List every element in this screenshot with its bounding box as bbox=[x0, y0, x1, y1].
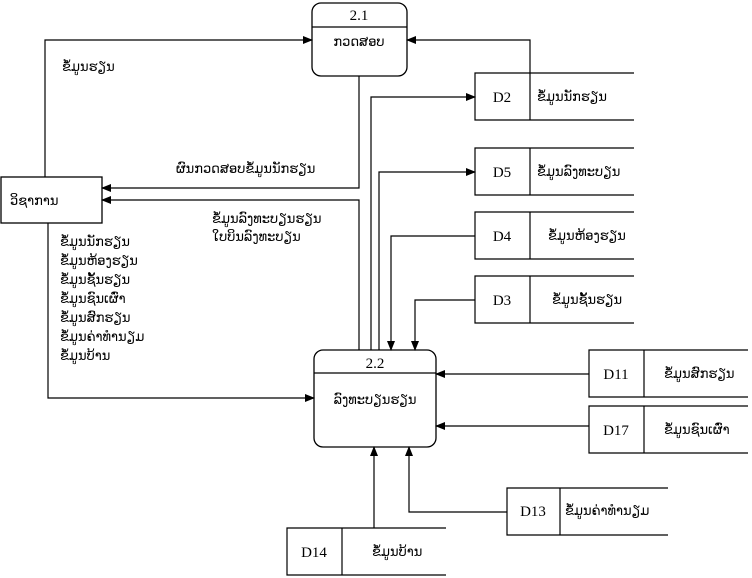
flow-check-result bbox=[101, 76, 360, 192]
store-d14-name: ຂໍ້ມູນບ້ານ bbox=[372, 544, 422, 560]
process-2-1-id: 2.1 bbox=[350, 8, 369, 24]
flow-label-reg-out-2: ໃບບິນລົງທະບຽນ bbox=[212, 229, 301, 245]
store-d13-name: ຂໍ້ມູນຄ່າທຳນຽມ bbox=[565, 503, 649, 519]
flow-entity-to-check bbox=[44, 36, 313, 177]
flow-input-label: ຂໍ້ມູນຄ່າທຳນຽມ bbox=[60, 329, 144, 345]
store-d4: D4 ຂໍ້ມູນຫ້ອງຮຽນ bbox=[474, 211, 634, 260]
store-d14-id: D14 bbox=[301, 545, 327, 561]
store-d3-id: D3 bbox=[493, 293, 511, 309]
flow-label-check-result: ຜົນກວດສອບຂໍ້ມູນນັກຮຽນ bbox=[176, 161, 315, 177]
store-d3: D3 ຂໍ້ມູນຊັ້ນຮຽນ bbox=[474, 275, 634, 324]
store-d11-id: D11 bbox=[603, 367, 628, 383]
flow-input-label: ຂໍ້ມູນນັກຮຽນ bbox=[60, 234, 130, 250]
store-d13-id: D13 bbox=[520, 504, 546, 520]
external-entity: ວິຊາການ bbox=[0, 176, 103, 224]
flow-label-inputs: ຂໍ້ມູນນັກຮຽນ ຂໍ້ມູນຫ້ອງຮຽນ ຂໍ້ມູນຊັ້ນຮຽນ… bbox=[60, 234, 144, 364]
store-d5: D5 ຂໍ້ມູນລົງທະບຽນ bbox=[474, 147, 634, 196]
store-d17: D17 ຂໍ້ມູນຊົນເຜົ່າ bbox=[588, 405, 748, 454]
flow-input-label: ຂໍ້ມູນຊັ້ນຮຽນ bbox=[60, 272, 130, 288]
process-2-1-name: ກວດສອບ bbox=[333, 35, 384, 50]
flow-register-to-d2 bbox=[370, 93, 476, 350]
flow-registration-out bbox=[101, 196, 360, 350]
store-d5-name: ຂໍ້ມູນລົງທະບຽນ bbox=[537, 164, 620, 180]
process-2-2: 2.2 ລົງທະບຽນຮຽນ bbox=[313, 349, 437, 448]
store-d11: D11 ຂໍ້ມູນສົກຮຽນ bbox=[588, 349, 748, 398]
flow-d4-to-register bbox=[387, 235, 475, 351]
flow-d2-to-check bbox=[406, 36, 531, 73]
flow-d3-to-register bbox=[411, 299, 475, 351]
store-d2-id: D2 bbox=[493, 90, 511, 106]
store-d17-id: D17 bbox=[603, 423, 629, 439]
process-2-2-name: ລົງທະບຽນຮຽນ bbox=[334, 393, 417, 408]
flow-input-label: ຂໍ້ມູນຊົນເຜົ່າ bbox=[60, 291, 126, 307]
flow-input-label: ຂໍ້ມູນຫ້ອງຮຽນ bbox=[60, 253, 138, 269]
store-d3-name: ຂໍ້ມູນຊັ້ນຮຽນ bbox=[552, 292, 622, 308]
flow-label-reg-out-1: ຂໍ້ມູນລົງທະບຽນຮຽນ bbox=[212, 211, 321, 227]
flow-entity-to-register bbox=[47, 223, 315, 402]
external-entity-name: ວິຊາການ bbox=[10, 193, 58, 209]
flow-d13-to-register bbox=[405, 446, 507, 513]
store-d13: D13 ຂໍ້ມູນຄ່າທຳນຽມ bbox=[506, 487, 668, 536]
process-2-2-id: 2.2 bbox=[366, 356, 385, 372]
process-2-1: 2.1 ກວດສອບ bbox=[311, 2, 408, 77]
store-d11-name: ຂໍ້ມູນສົກຮຽນ bbox=[664, 366, 735, 382]
flow-register-to-d5 bbox=[378, 168, 476, 350]
store-d2-name: ຂໍ້ມູນນັກຮຽນ bbox=[537, 89, 607, 105]
flow-label-to-check: ຂໍ້ມູນຮຽນ bbox=[62, 59, 115, 75]
store-d14: D14 ຂໍ້ມູນບ້ານ bbox=[286, 527, 446, 576]
store-d4-name: ຂໍ້ມູນຫ້ອງຮຽນ bbox=[548, 228, 626, 244]
flow-input-label: ຂໍ້ມູນບ້ານ bbox=[60, 348, 110, 364]
store-d2: D2 ຂໍ້ມູນນັກຮຽນ bbox=[474, 72, 634, 121]
flow-input-label: ຂໍ້ມູນສົກຮຽນ bbox=[60, 310, 131, 326]
store-d4-id: D4 bbox=[493, 229, 512, 245]
store-d17-name: ຂໍ້ມູນຊົນເຜົ່າ bbox=[664, 422, 730, 438]
store-d5-id: D5 bbox=[493, 165, 511, 181]
